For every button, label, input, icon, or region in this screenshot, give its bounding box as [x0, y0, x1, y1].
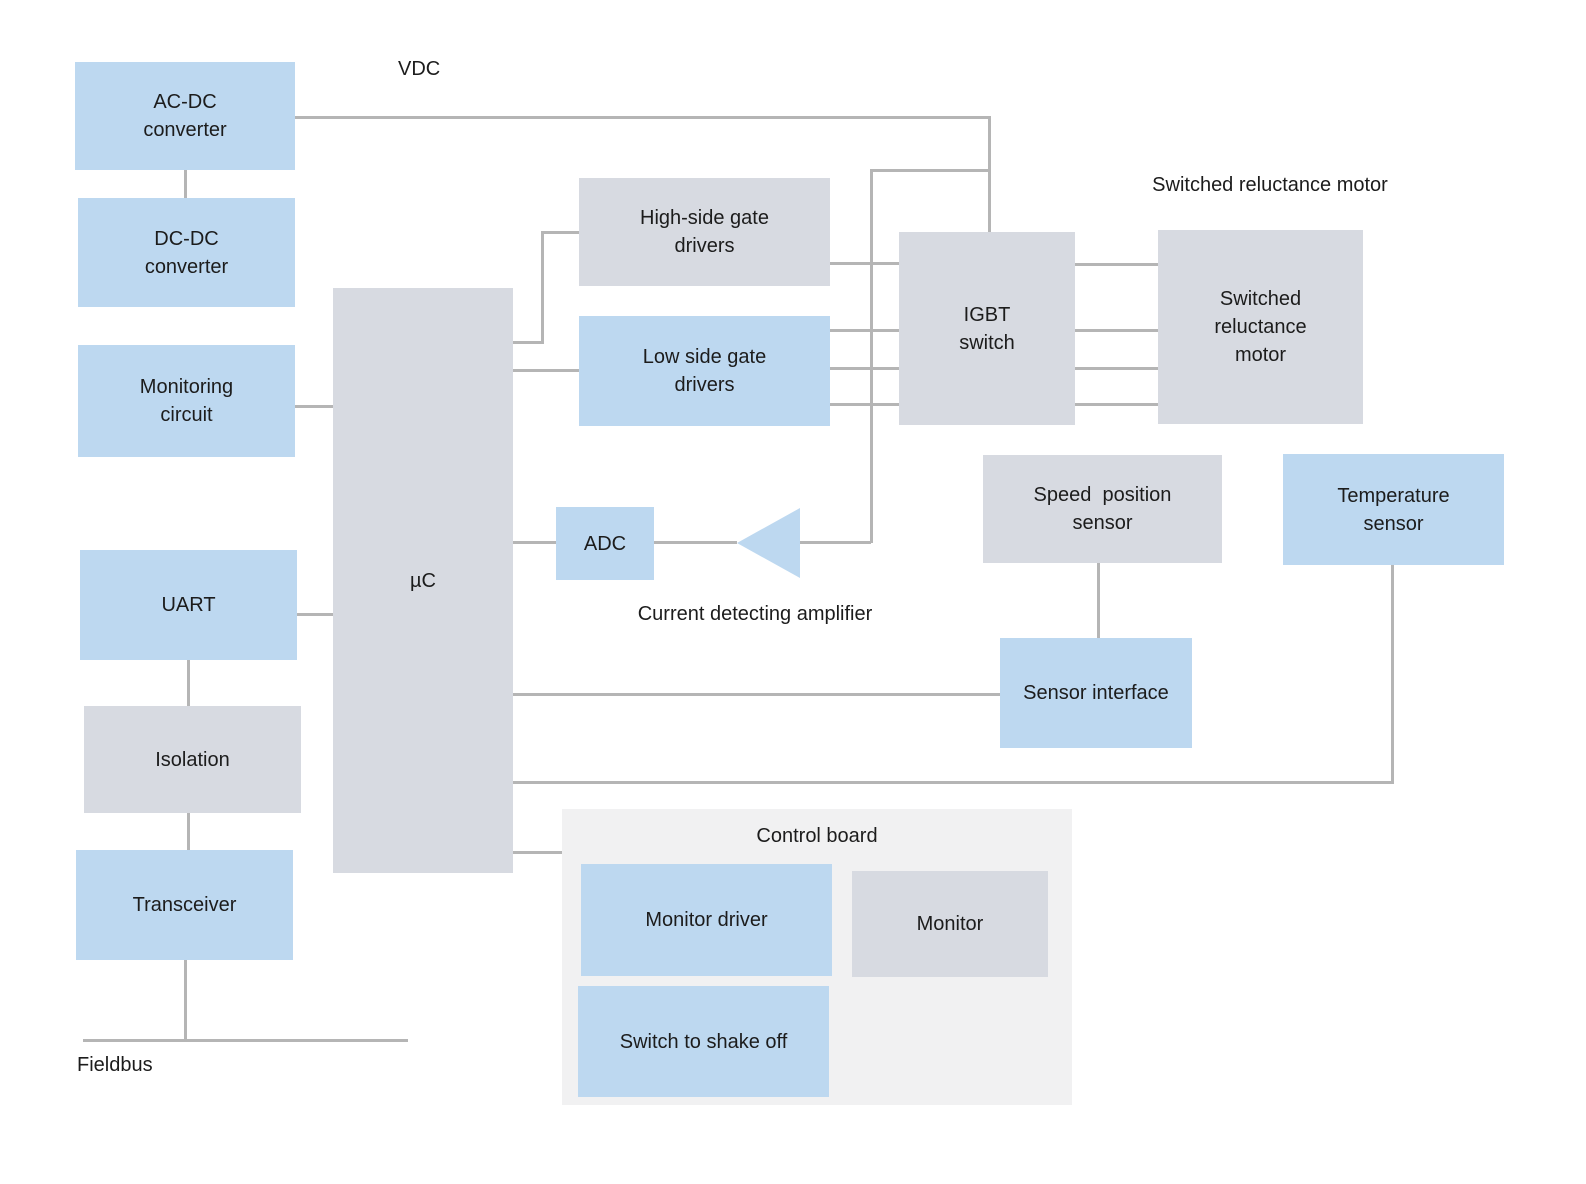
wire-uc-highside-riser: [541, 231, 544, 344]
current-amplifier-triangle-icon: [737, 508, 800, 578]
wire-current-sense-top: [871, 169, 990, 172]
wire-igbt-motor-4: [1075, 403, 1158, 406]
block-label: Monitor: [916, 913, 984, 935]
block-uart: UART: [80, 550, 297, 660]
wire-transceiver-fieldbus: [184, 960, 187, 1040]
block-microcontroller: µC: [333, 288, 513, 873]
wire-uc-highside-seg1: [513, 341, 544, 344]
block-label: µC: [410, 569, 436, 592]
block-label: DC-DC converter: [144, 227, 229, 278]
wire-speed-sensor-interface: [1097, 563, 1100, 638]
switched-reluctance-motor-title: Switched reluctance motor: [1152, 174, 1388, 196]
block-temperature-sensor: Temperature sensor: [1283, 454, 1504, 565]
block-label: Switched reluctance motor: [1214, 288, 1307, 366]
block-switch-to-shake-off: Switch to shake off: [578, 986, 829, 1097]
block-label: Transceiver: [132, 894, 237, 916]
block-label: Low side gate drivers: [642, 346, 767, 396]
vdc-label: VDC: [398, 58, 441, 80]
block-low-side-gate-drivers: Low side gate drivers: [579, 316, 830, 426]
wire-lowside-igbt-2: [830, 367, 899, 370]
block-switched-reluctance-motor: Switched reluctance motor: [1158, 230, 1363, 424]
block-igbt-switch: IGBT switch: [899, 232, 1075, 425]
block-label: ADC: [583, 532, 627, 555]
wire-uc-control-board: [513, 851, 562, 854]
wire-lowside-igbt-3: [830, 403, 899, 406]
wire-igbt-motor-2: [1075, 329, 1158, 332]
block-high-side-gate-drivers: High-side gate drivers: [579, 178, 830, 286]
block-label: UART: [161, 594, 216, 616]
wire-amplifier-input: [800, 541, 871, 544]
block-label: Temperature sensor: [1337, 484, 1450, 535]
wire-fieldbus-bus: [83, 1039, 408, 1042]
block-label: Switch to shake off: [619, 1030, 788, 1053]
wire-isolation-transceiver: [187, 813, 190, 850]
block-label: Speed position sensor: [1033, 484, 1172, 534]
wire-uart-uc: [297, 613, 333, 616]
block-monitor-driver: Monitor driver: [581, 864, 832, 976]
wire-vdc-horizontal: [295, 116, 991, 119]
block-monitor: Monitor: [852, 871, 1048, 977]
wire-temp-vertical: [1391, 565, 1394, 782]
wire-igbt-motor-1: [1075, 263, 1158, 266]
block-adc: ADC: [556, 507, 654, 580]
block-label: Monitor driver: [645, 909, 768, 931]
wire-uart-isolation: [187, 660, 190, 706]
block-transceiver: Transceiver: [76, 850, 293, 960]
wire-igbt-motor-3: [1075, 367, 1158, 370]
block-label: AC-DC converter: [143, 91, 227, 141]
block-label: Monitoring circuit: [139, 376, 234, 426]
block-ac-dc-converter: AC-DC converter: [75, 62, 295, 170]
block-sensor-interface: Sensor interface: [1000, 638, 1192, 748]
current-detecting-amplifier-label: Current detecting amplifier: [637, 603, 873, 625]
block-label: Isolation: [155, 748, 230, 771]
wire-uc-highside-seg2: [541, 231, 579, 234]
block-speed-position-sensor: Speed position sensor: [983, 455, 1222, 563]
control-board-title: Control board: [756, 825, 878, 847]
block-monitoring-circuit: Monitoring circuit: [78, 345, 295, 457]
block-label: High-side gate drivers: [640, 207, 769, 257]
wire-uc-adc: [513, 541, 556, 544]
wire-uc-lowside: [513, 369, 579, 372]
wire-uc-sensor-interface: [513, 693, 1000, 696]
wire-uc-temp-horizontal: [513, 781, 1394, 784]
wire-vdc-vertical: [988, 116, 991, 232]
wire-monitoring-uc: [295, 405, 333, 408]
wire-adc-amplifier: [654, 541, 737, 544]
wire-current-sense-vertical: [870, 169, 873, 543]
block-isolation: Isolation: [84, 706, 301, 813]
wire-acdc-dcdc: [184, 170, 187, 198]
block-dc-dc-converter: DC-DC converter: [78, 198, 295, 307]
fieldbus-label: Fieldbus: [77, 1054, 153, 1076]
wire-highside-igbt: [830, 262, 899, 265]
block-label: IGBT switch: [959, 303, 1015, 354]
block-label: Sensor interface: [1023, 682, 1169, 704]
wire-lowside-igbt-1: [830, 329, 899, 332]
